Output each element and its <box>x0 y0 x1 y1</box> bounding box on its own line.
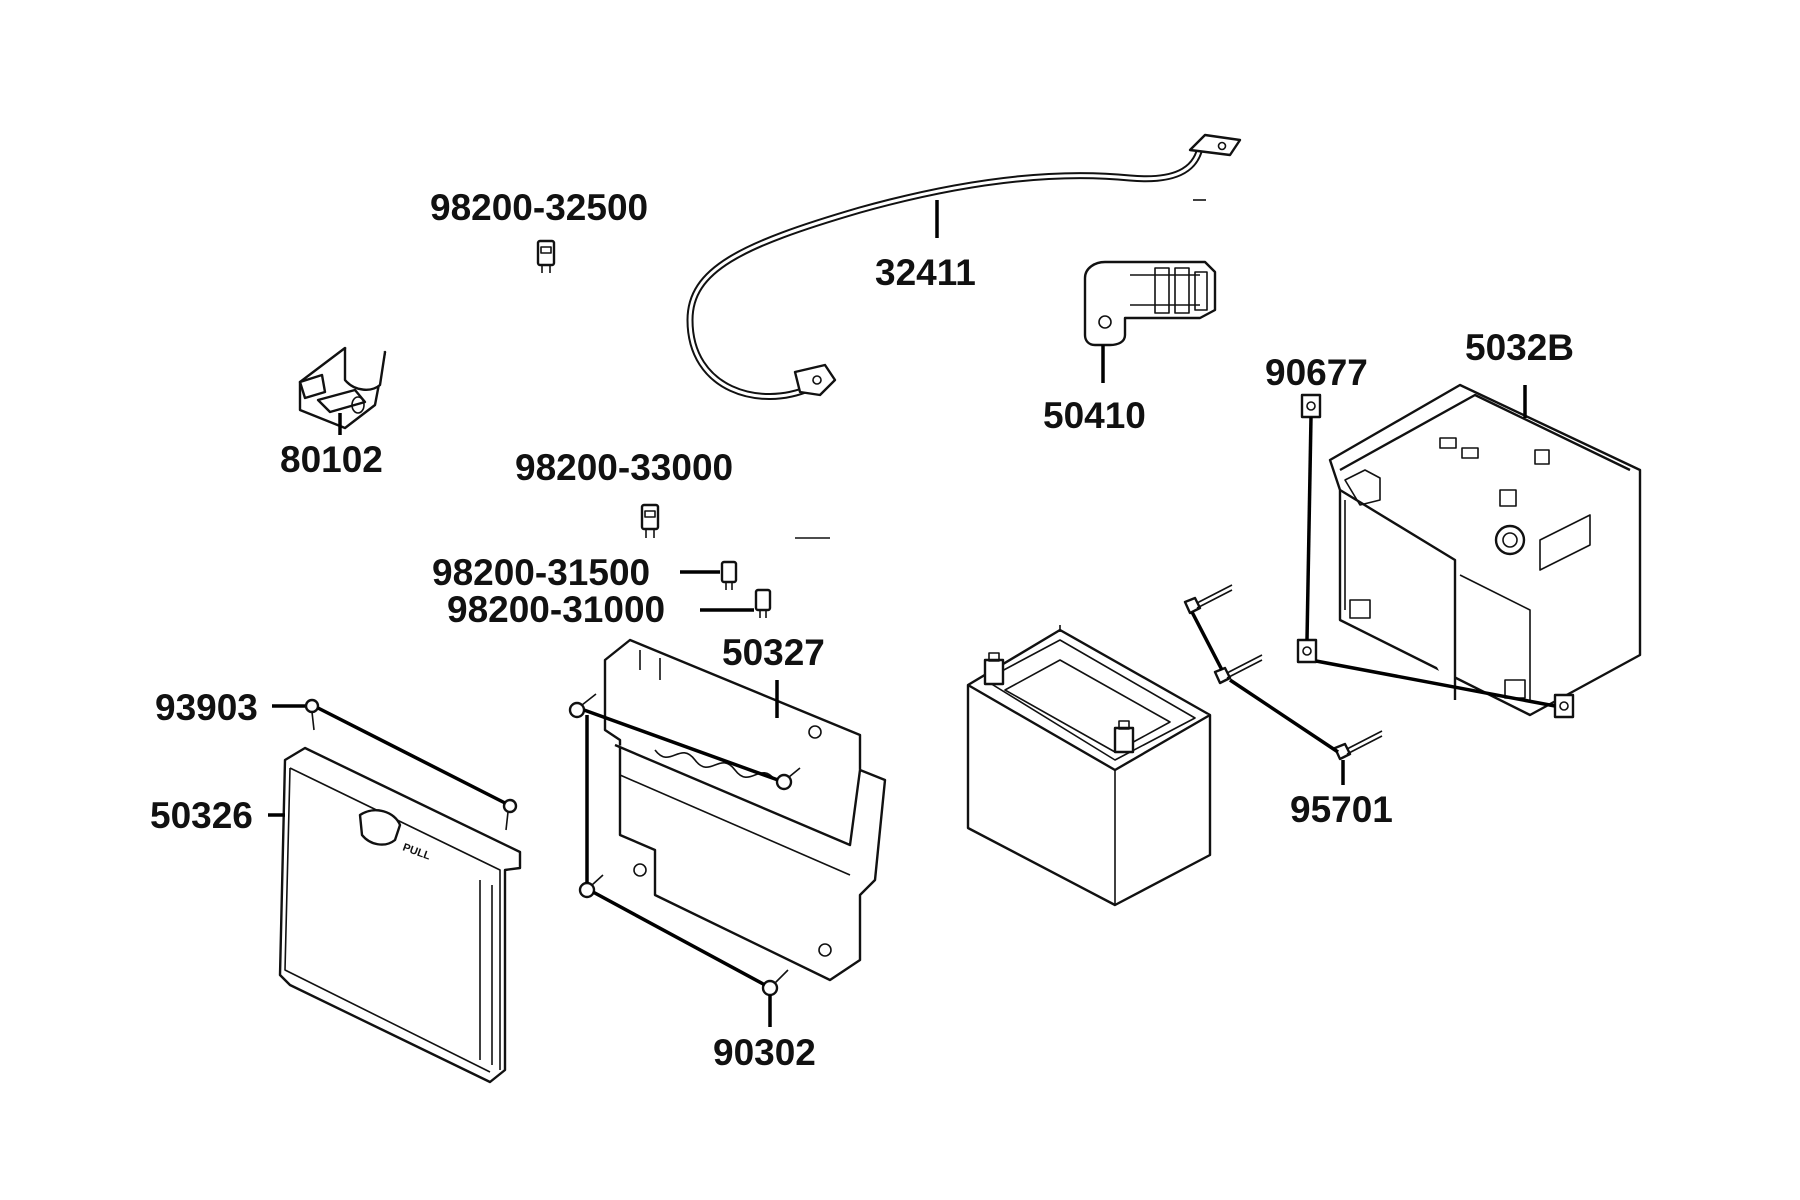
screw-90302-mid <box>775 767 801 791</box>
nut-90677-lower <box>1296 638 1318 664</box>
label-98200-32500: 98200-32500 <box>430 187 648 228</box>
fuse-98200-31000 <box>754 588 772 618</box>
fuse-98200-31500 <box>720 560 738 590</box>
label-32411: 32411 <box>875 252 976 293</box>
bracket-80102 <box>298 346 387 430</box>
nut-90677-right <box>1553 693 1575 719</box>
leader-90677-diagonal <box>1315 659 1556 708</box>
screw-90302-bottom-right <box>761 969 789 997</box>
label-90677: 90677 <box>1265 352 1368 393</box>
nut-90677-upper <box>1300 393 1322 419</box>
label-95701: 95701 <box>1290 789 1393 830</box>
fuse-98200-33000 <box>640 503 660 538</box>
relay-bracket-50410 <box>1083 260 1217 347</box>
battery <box>966 625 1212 907</box>
leader-90302-c <box>592 890 766 987</box>
leader-93903-diagonal <box>317 706 506 805</box>
label-98200-31500: 98200-31500 <box>432 552 650 593</box>
leader-90302-a <box>583 708 779 782</box>
battery-box-5032b <box>1328 383 1642 717</box>
screw-90302-bottom-left <box>578 874 604 899</box>
label-80102: 80102 <box>280 439 383 480</box>
label-50410: 50410 <box>1043 395 1146 436</box>
label-50326: 50326 <box>150 795 253 836</box>
fuse-98200-32500 <box>536 239 556 273</box>
label-98200-31000: 98200-31000 <box>447 589 665 630</box>
screw-93903-upper <box>304 698 320 731</box>
leader-95701-b <box>1229 678 1339 754</box>
leader-95701-a <box>1190 611 1224 671</box>
battery-cover-50326: PULL <box>278 746 522 1084</box>
label-5032b: 5032B <box>1465 327 1574 368</box>
screw-93903-lower <box>502 798 518 831</box>
bolt-95701-lower <box>1333 730 1383 761</box>
battery-cable-32411 <box>686 133 1242 400</box>
bolt-95701-upper <box>1183 584 1233 615</box>
label-93903: 93903 <box>155 687 258 728</box>
label-98200-33000: 98200-33000 <box>515 447 733 488</box>
label-50327: 50327 <box>722 632 825 673</box>
label-90302: 90302 <box>713 1032 816 1073</box>
leader-90677-vertical <box>1305 416 1313 641</box>
fuse-holder-plate-50327 <box>603 638 887 982</box>
